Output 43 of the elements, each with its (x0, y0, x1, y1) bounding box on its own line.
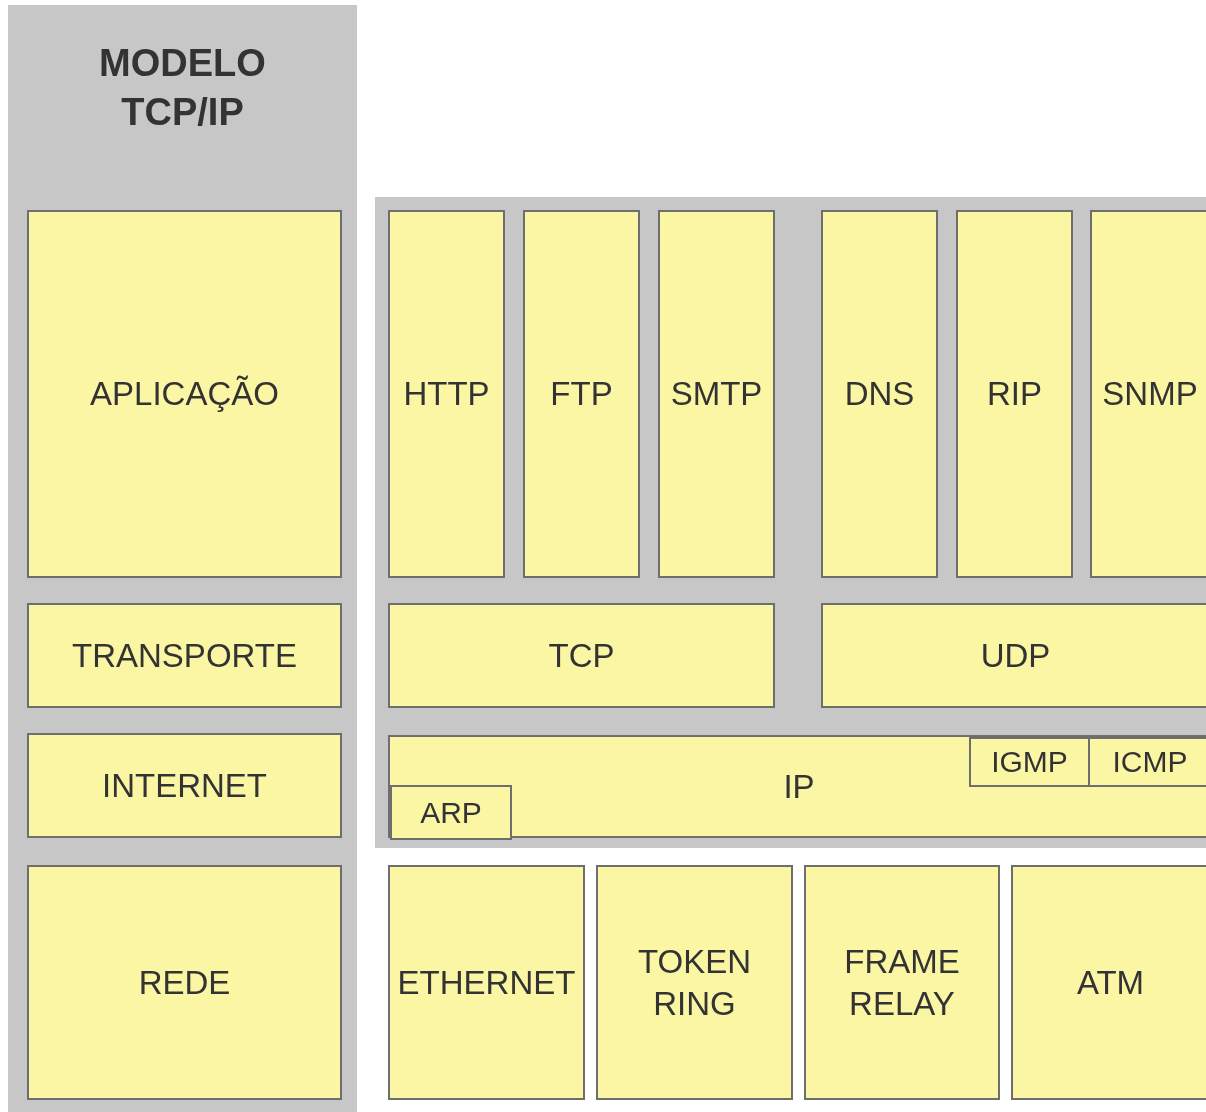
protocol-box (388, 865, 585, 1100)
protocol-label: ETHERNET (397, 962, 576, 1003)
protocol-panel (375, 197, 1206, 848)
protocol-label: RIP (987, 374, 1042, 415)
protocol-box (388, 603, 775, 708)
protocol-label: IP (783, 766, 815, 807)
protocol-label: FTP (550, 374, 613, 415)
protocol-label: TCP (548, 635, 615, 676)
protocol-label: INTERNET (102, 765, 267, 806)
protocol-label: ARP (420, 794, 482, 831)
protocol-box (821, 603, 1206, 708)
layer-box (27, 865, 342, 1100)
protocol-box (523, 210, 640, 578)
protocol-box (821, 210, 938, 578)
protocol-label: FRAME RELAY (843, 942, 961, 1024)
protocol-label: TRANSPORTE (72, 635, 297, 676)
protocol-box (969, 737, 1090, 787)
protocol-label: HTTP (403, 374, 490, 415)
protocol-box (1011, 865, 1206, 1100)
protocol-box (390, 785, 512, 840)
protocol-label: ATM (1076, 962, 1145, 1003)
protocol-box (804, 865, 1000, 1100)
layer-box (27, 210, 342, 578)
protocol-label: DNS (844, 374, 915, 415)
protocol-box (596, 865, 793, 1100)
protocol-label: SNMP (1102, 374, 1198, 415)
protocol-box (1088, 737, 1206, 787)
protocol-label: TOKEN RING (636, 942, 753, 1024)
protocol-label: UDP (980, 635, 1051, 676)
protocol-label: ICMP (1112, 744, 1188, 781)
protocol-label: IGMP (991, 744, 1068, 781)
protocol-box (388, 210, 505, 578)
panel-heading: MODELO TCP/IP (98, 41, 267, 136)
protocol-label: REDE (138, 962, 231, 1003)
protocol-box (388, 735, 1206, 838)
protocol-label: SMTP (670, 374, 763, 415)
protocol-box (1090, 210, 1206, 578)
layer-box (27, 603, 342, 708)
layer-column-panel (8, 5, 357, 1112)
protocol-box (658, 210, 775, 578)
protocol-box (956, 210, 1073, 578)
protocol-label: APLICAÇÃO (90, 374, 279, 415)
layer-box (27, 733, 342, 838)
